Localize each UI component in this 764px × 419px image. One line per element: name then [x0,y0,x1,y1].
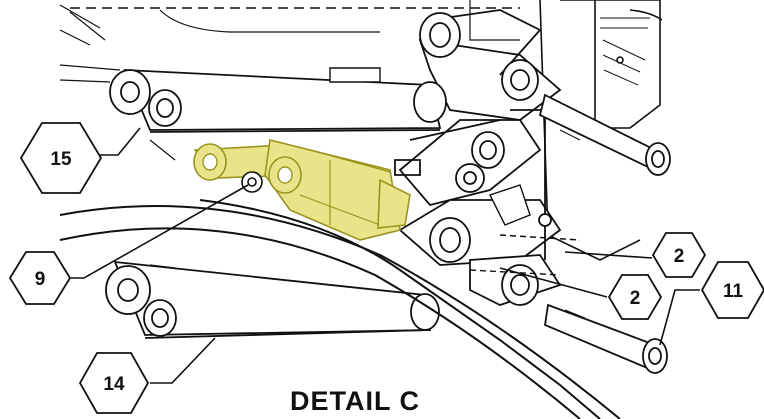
callout-label: 14 [103,374,125,395]
callout-11: 11 [700,261,764,319]
leader-15 [95,127,141,156]
callout-label: 11 [723,281,744,302]
callout-label: 9 [35,269,46,290]
callout-label: 2 [630,288,641,309]
curved-arm [59,199,621,419]
callout-label: 2 [674,246,685,267]
callout-9: 9 [8,251,72,305]
linear-actuator-highlighted [193,139,411,241]
leader-11 [659,289,700,346]
leader-14 [150,337,216,384]
leader-2b [499,267,608,298]
linkage-pivot-bushings [419,12,552,306]
callout-label: 15 [50,149,72,170]
callout-15: 15 [19,122,103,194]
callout-2-lower: 2 [607,274,663,320]
upper-tube-assembly [59,64,447,161]
callout-2-upper: 2 [651,232,707,278]
leader-2a [564,251,653,259]
lower-tube-assembly [105,260,440,339]
pivot-pins [538,93,671,374]
callout-14: 14 [78,352,150,414]
bolt-item-9 [241,171,263,193]
detail-title: DETAIL C [290,386,420,416]
top-dashed-line [59,4,520,46]
